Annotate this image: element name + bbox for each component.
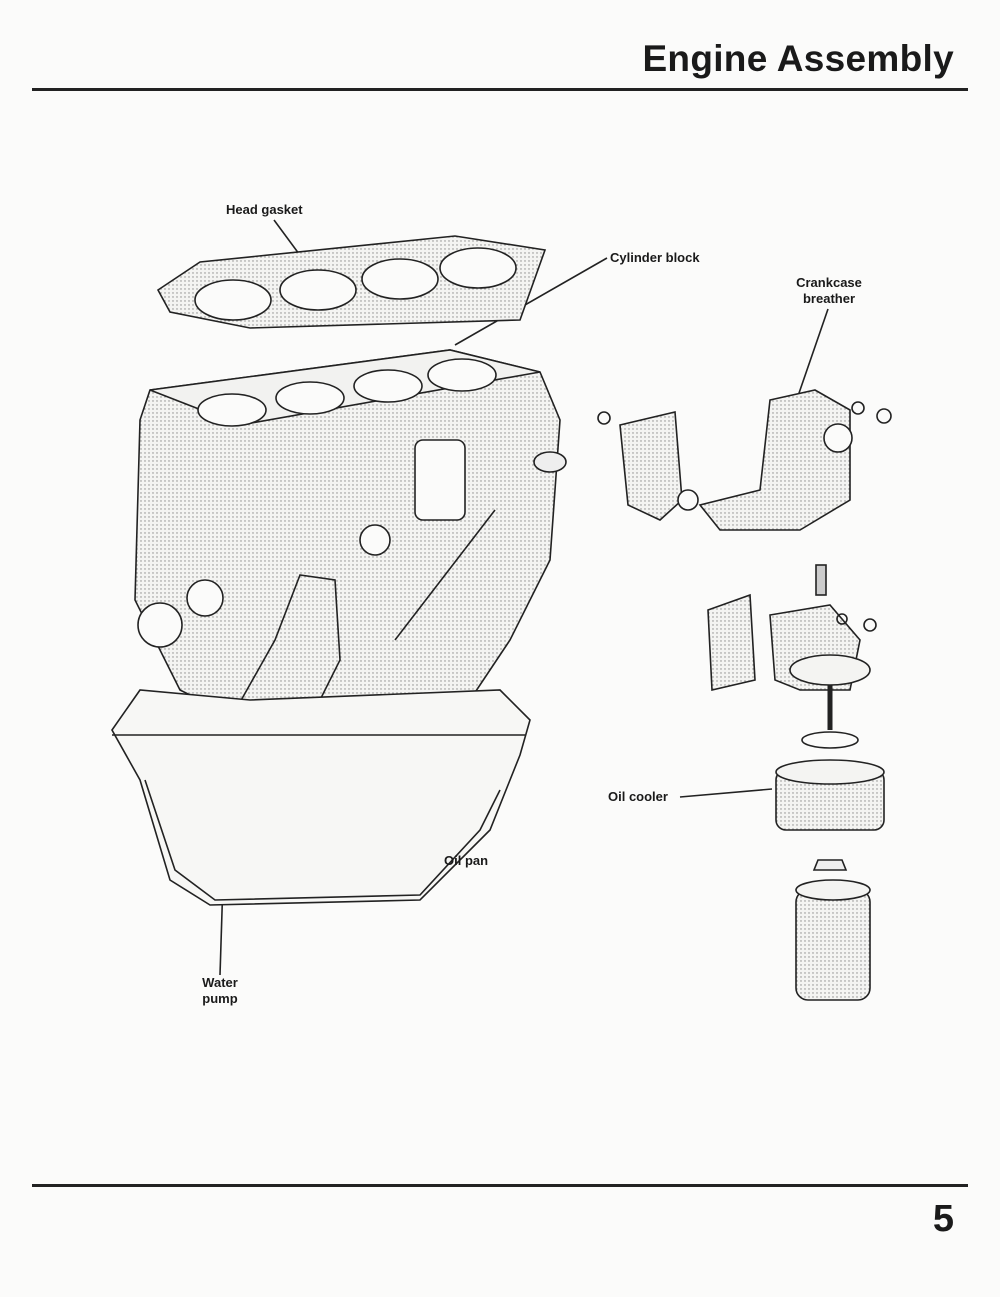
header-rule: [32, 88, 968, 91]
label-oil-cooler: Oil cooler: [608, 789, 668, 804]
label-cylinder-block: Cylinder block: [610, 250, 700, 265]
label-crankcase-breather: Crankcase breather: [792, 275, 866, 307]
oil-pan-drawing: [111, 689, 531, 906]
page-title: Engine Assembly: [642, 38, 954, 79]
label-water-pump-line1: Water: [202, 975, 238, 990]
footer-rule: [32, 1184, 968, 1187]
crankcase-breather-drawing: [533, 389, 892, 531]
page-number: 5: [932, 1198, 954, 1240]
cylinder-block-drawing: [134, 349, 561, 721]
label-oil-pan: Oil pan: [444, 853, 489, 868]
label-crankcase-breather-line2: breather: [802, 291, 856, 306]
label-water-pump-line2: pump: [202, 991, 238, 1006]
head-gasket-drawing: [156, 235, 547, 329]
label-head-gasket: Head gasket: [226, 202, 303, 217]
oil-filter-assembly-drawing: [707, 564, 885, 1001]
leader-oil-cooler: [679, 788, 773, 798]
label-crankcase-breather-line1: Crankcase: [796, 275, 862, 290]
label-water-pump: Water pump: [192, 975, 248, 1007]
leader-cylinder-block: [454, 257, 608, 346]
leader-crankcase-breather: [797, 308, 829, 397]
